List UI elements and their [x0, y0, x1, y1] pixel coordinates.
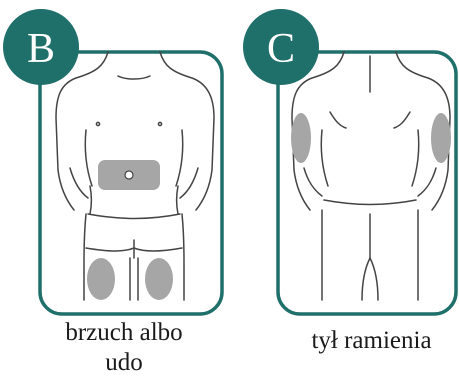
caption-c: tył ramienia	[284, 326, 459, 356]
badge-c: C	[243, 9, 319, 85]
diagram-canvas: B C	[0, 0, 459, 318]
left-thigh-injection-area	[87, 258, 115, 300]
right-thigh-injection-area	[145, 258, 173, 300]
right-upper-arm-injection-area	[431, 113, 451, 163]
badge-b: B	[3, 9, 79, 85]
caption-b-line-2: udo	[34, 348, 214, 378]
navel-marker	[125, 171, 133, 179]
caption-b-line-1: brzuch albo	[34, 318, 214, 348]
caption-b: brzuch albo udo	[34, 318, 214, 378]
left-upper-arm-injection-area	[291, 113, 311, 163]
badge-b-letter: B	[27, 26, 55, 72]
caption-c-line-1: tył ramienia	[284, 326, 459, 356]
badge-c-letter: C	[267, 26, 295, 72]
